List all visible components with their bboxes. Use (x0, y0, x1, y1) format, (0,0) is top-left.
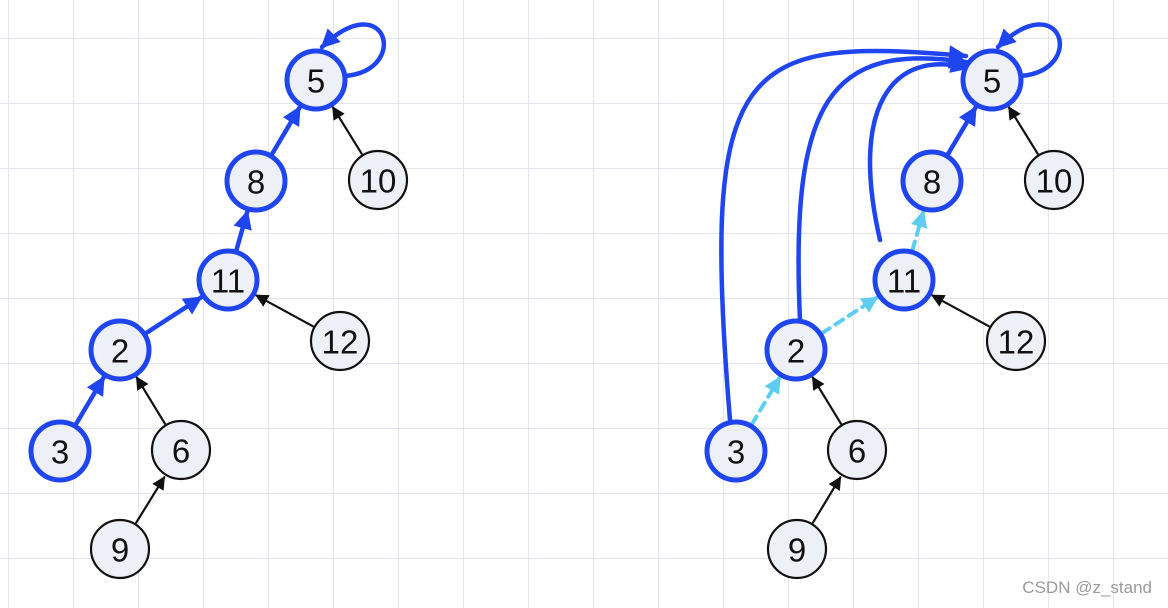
node-label: 2 (111, 333, 129, 370)
node-circle (704, 419, 768, 483)
edge-before-11-to-8 (233, 209, 252, 253)
node-before-6: 6 (150, 419, 212, 481)
edge-before-8-to-5 (269, 105, 302, 157)
node-before-8: 8 (224, 149, 288, 213)
edge-after-5-to-5 (995, 22, 1062, 79)
node-label: 8 (923, 164, 941, 201)
node-circle (960, 48, 1024, 112)
node-circle (347, 149, 409, 211)
node-after-5: 5 (960, 48, 1024, 112)
node-circle (284, 48, 348, 112)
edge-after-8-to-5 (945, 105, 978, 157)
node-circle (872, 248, 936, 312)
node-circle (224, 149, 288, 213)
node-before-5: 5 (284, 48, 348, 112)
edge-after-12-to-11 (930, 294, 990, 328)
node-after-10: 10 (1023, 149, 1085, 211)
node-before-10: 10 (347, 149, 409, 211)
edge-after-11-to-5 (867, 54, 971, 243)
watermark: CSDN @z_stand (1022, 578, 1152, 597)
edge-before-3-to-2 (73, 375, 106, 427)
edge-after-11-to-8 (910, 209, 928, 253)
node-label: 8 (247, 164, 265, 201)
node-circle (28, 419, 92, 483)
node-label: 10 (1036, 163, 1073, 200)
node-label: 10 (360, 163, 397, 200)
node-circle (150, 419, 212, 481)
tree-after-compression: 5 10 8 11 12 2 3 6 9 (704, 22, 1085, 580)
node-label: 5 (983, 63, 1001, 100)
node-circle (766, 518, 828, 580)
node-before-11: 11 (196, 248, 260, 312)
node-circle (88, 318, 152, 382)
node-circle (900, 149, 964, 213)
edge-before-5-to-5 (319, 22, 386, 79)
tree-before-compression: 5 10 8 11 12 2 3 6 9 (28, 22, 409, 580)
edge-before-2-to-11 (143, 295, 204, 336)
node-label: 3 (727, 434, 745, 471)
edge-after-2-to-5 (796, 50, 969, 323)
node-circle (89, 518, 151, 580)
node-circle (1023, 149, 1085, 211)
node-circle (985, 310, 1047, 372)
node-circle (309, 310, 371, 372)
node-circle (196, 248, 260, 312)
node-before-2: 2 (88, 318, 152, 382)
node-after-8: 8 (900, 149, 964, 213)
node-label: 2 (787, 333, 805, 370)
edge-after-2-to-11 (820, 295, 880, 336)
edge-after-6-to-2 (811, 376, 842, 425)
node-label: 5 (307, 63, 325, 100)
edge-before-10-to-5 (331, 106, 363, 155)
edge-after-10-to-5 (1007, 106, 1039, 155)
node-label: 11 (211, 263, 245, 300)
node-after-9: 9 (766, 518, 828, 580)
node-label: 9 (788, 532, 806, 569)
node-label: 12 (998, 324, 1035, 361)
node-after-12: 12 (985, 310, 1047, 372)
node-circle (826, 419, 888, 481)
edge-before-9-to-6 (135, 476, 166, 524)
node-after-2: 2 (764, 318, 828, 382)
node-after-6: 6 (826, 419, 888, 481)
node-after-11: 11 (872, 248, 936, 312)
edge-after-3-to-2 (749, 375, 782, 427)
node-label: 12 (322, 324, 359, 361)
node-label: 6 (848, 433, 866, 470)
edge-after-9-to-6 (811, 476, 842, 524)
node-label: 11 (887, 263, 921, 300)
node-before-3: 3 (28, 419, 92, 483)
node-circle (764, 318, 828, 382)
node-label: 6 (172, 433, 190, 470)
node-label: 3 (51, 434, 69, 471)
edge-after-3-to-5 (719, 45, 969, 423)
node-label: 9 (111, 532, 129, 569)
node-before-9: 9 (89, 518, 151, 580)
edge-before-6-to-2 (135, 376, 166, 425)
edge-before-12-to-11 (254, 294, 314, 328)
node-before-12: 12 (309, 310, 371, 372)
node-after-3: 3 (704, 419, 768, 483)
